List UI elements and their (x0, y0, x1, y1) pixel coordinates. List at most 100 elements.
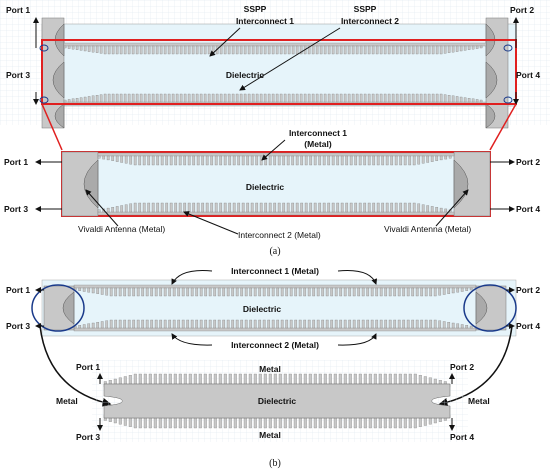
sspp-tooth (371, 93, 375, 103)
sspp-tooth (465, 325, 469, 329)
sspp-tooth (336, 202, 340, 213)
sspp-tooth (168, 287, 172, 297)
sspp-tooth (283, 93, 287, 103)
sspp-tooth (267, 45, 271, 55)
sspp-tooth (417, 155, 421, 165)
sspp-tooth (479, 99, 483, 103)
sspp-tooth (279, 45, 283, 55)
sspp-tooth (136, 319, 140, 329)
port-marker-4 (503, 96, 513, 104)
b-detail-port4-label: Port 4 (450, 432, 474, 442)
sspp-tooth (127, 287, 131, 297)
sspp-tooth (268, 155, 272, 166)
sspp-tooth (228, 202, 232, 213)
sspp-tooth (294, 287, 298, 297)
sspp-tooth (370, 319, 374, 329)
sspp-tooth (353, 417, 357, 429)
sspp-tooth (318, 155, 322, 166)
sspp-tooth (133, 155, 137, 166)
sspp-tooth (177, 319, 181, 329)
sspp-tooth (96, 287, 100, 294)
b-top-port4-label: Port 4 (516, 321, 540, 331)
b-right-vivaldi (475, 291, 488, 325)
sspp-tooth (123, 376, 127, 385)
sspp-tooth (327, 45, 331, 55)
sspp-tooth (348, 373, 352, 385)
sspp-tooth (181, 287, 185, 297)
a-top-port3-label: Port 3 (6, 70, 30, 80)
sspp-tooth (114, 319, 118, 329)
sspp-tooth (428, 377, 432, 385)
sspp-tooth (460, 324, 464, 329)
b-top-interconnect-1 (73, 284, 477, 297)
b-metal-top-label: Metal (259, 364, 281, 374)
sspp-tooth (423, 417, 427, 426)
sspp-tooth (271, 287, 275, 297)
sspp-tooth (199, 93, 203, 103)
sspp-tooth (307, 287, 311, 297)
vivaldi-left-mid (52, 61, 65, 99)
sspp-tooth (442, 321, 446, 329)
a-ic2-label: Interconnect 2 (Metal) (238, 230, 321, 240)
sspp-tooth (388, 319, 392, 329)
sspp-tooth (339, 45, 343, 55)
sspp-tooth (393, 373, 397, 385)
sspp-tooth (178, 417, 182, 429)
a-zoom-ic1-leader (261, 139, 286, 161)
sspp-tooth (366, 287, 370, 297)
sspp-tooth (420, 287, 424, 297)
sspp-tooth (375, 93, 379, 103)
sspp-tooth (174, 155, 178, 166)
sspp-tooth (208, 373, 212, 385)
sspp-tooth (366, 319, 370, 329)
sspp-tooth (238, 373, 242, 385)
sspp-tooth (91, 45, 95, 53)
sspp-tooth (373, 417, 377, 429)
sspp-tooth (214, 202, 218, 213)
sspp-tooth (191, 93, 195, 103)
sspp-tooth (153, 417, 157, 429)
sspp-tooth (394, 202, 398, 213)
sspp-tooth (96, 322, 100, 329)
sspp-tooth (408, 155, 412, 166)
a-sspp1-line1: SSPP (244, 4, 267, 14)
a-zoom-port1-label: Port 1 (4, 157, 28, 167)
sspp-tooth (223, 202, 227, 213)
sspp-tooth (159, 287, 163, 297)
sspp-tooth (451, 287, 455, 294)
sspp-tooth (188, 417, 192, 429)
sspp-tooth (183, 93, 187, 103)
sspp-tooth (181, 319, 185, 329)
sspp-tooth (243, 373, 247, 385)
sspp-tooth (376, 202, 380, 213)
sspp-tooth (178, 373, 182, 385)
sspp-tooth (316, 319, 320, 329)
sspp-tooth (429, 319, 433, 329)
sspp-tooth (118, 417, 122, 425)
sspp-tooth (315, 45, 319, 55)
sspp-tooth (195, 93, 199, 103)
sspp-tooth (411, 287, 415, 297)
sspp-tooth (391, 45, 395, 55)
sspp-tooth (99, 94, 103, 103)
sspp-tooth (199, 287, 203, 297)
sspp-tooth (367, 93, 371, 103)
sspp-tooth (412, 202, 416, 213)
sspp-tooth (273, 155, 277, 166)
sspp-tooth (227, 93, 231, 103)
sspp-tooth (429, 287, 433, 297)
sspp-tooth (67, 45, 71, 49)
sspp-tooth (138, 202, 142, 213)
sspp-tooth (226, 287, 230, 297)
sspp-tooth (102, 155, 106, 160)
sspp-tooth (363, 417, 367, 429)
sspp-tooth (287, 93, 291, 103)
sspp-tooth (399, 45, 403, 55)
port-marker-3 (39, 96, 49, 104)
sspp-tooth (201, 155, 205, 166)
b-ic2-leader-right (337, 333, 377, 346)
sspp-tooth (394, 155, 398, 166)
sspp-tooth (172, 287, 176, 297)
sspp-tooth (339, 93, 343, 103)
sspp-tooth (398, 373, 402, 385)
